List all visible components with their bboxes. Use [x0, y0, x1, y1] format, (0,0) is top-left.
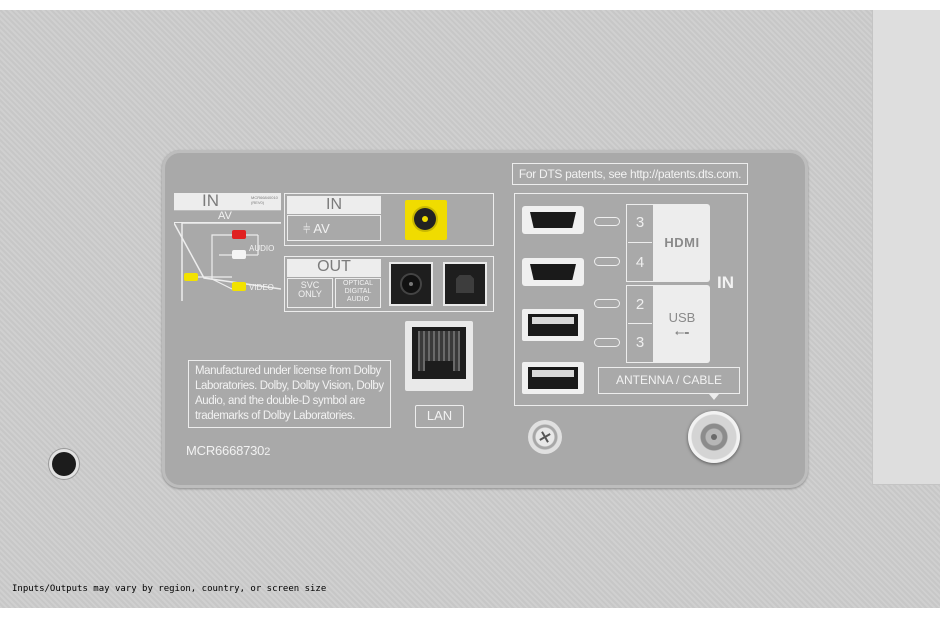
lan-port[interactable] [405, 321, 473, 391]
side-trim [872, 10, 940, 485]
optical-label: OPTICAL DIGITAL AUDIO [343, 280, 373, 303]
video-label: VIDEO [249, 283, 274, 292]
hdmi-3-port[interactable] [522, 206, 584, 234]
hdmi-label: HDMI [664, 235, 700, 250]
dolby-notice: Manufactured under license from Dolby La… [195, 365, 384, 422]
hdmi-number-column [626, 204, 654, 282]
footer-note: Inputs/Outputs may vary by region, count… [12, 584, 327, 594]
svc-port[interactable] [389, 262, 433, 306]
dolby-notice-box: Manufactured under license from Dolby La… [188, 360, 391, 428]
dts-notice: For DTS patents, see http://patents.dts.… [518, 167, 742, 181]
wall-mount-hole [52, 452, 76, 476]
usb-3-port[interactable] [522, 362, 584, 394]
av-in-subtitle: AV [218, 210, 232, 222]
usb-2-port[interactable] [522, 309, 584, 341]
usb-label: USB [668, 310, 696, 325]
svc-only-label: SVC ONLY [298, 280, 322, 299]
component-in-sub: ⫩ AV [303, 221, 330, 236]
av-in-model-code: MCR66840010 (REV0) [251, 195, 278, 205]
lan-label-box: LAN [415, 405, 464, 428]
optical-port[interactable] [443, 262, 487, 306]
usb-label-block: USB ⭠⁃ [654, 285, 710, 363]
audio-red-plug [232, 230, 246, 239]
hdmi-4-indicator [594, 257, 620, 266]
usb-3-indicator [594, 338, 620, 347]
digital-in-box [514, 193, 748, 406]
mounting-screw [528, 420, 562, 454]
av-in-section: IN MCR66840010 (REV0) AV AUDIO VIDEO [174, 191, 281, 301]
hdmi-4-port[interactable] [522, 258, 584, 286]
av-in-title: IN [202, 191, 219, 210]
lan-label: LAN [426, 408, 453, 423]
digital-in-label: IN [717, 273, 734, 292]
video-rca-jack[interactable] [405, 200, 447, 240]
usb-icon: ⭠⁃ [674, 325, 690, 339]
model-number: MCR66687302 [186, 443, 271, 458]
usb-port-number-2: 2 [635, 296, 645, 313]
component-in-title: IN [326, 196, 342, 213]
usb-port-number-3: 3 [635, 334, 645, 351]
antenna-arrow [709, 394, 719, 400]
usb-number-column [626, 285, 654, 363]
out-title: OUT [317, 258, 351, 275]
antenna-label: ANTENNA / CABLE [615, 373, 723, 387]
hdmi-port-number-4: 4 [635, 254, 645, 271]
antenna-cable-port[interactable] [688, 411, 740, 463]
antenna-label-box: ANTENNA / CABLE [598, 367, 740, 394]
audio-label: AUDIO [249, 244, 275, 253]
video-yellow-plug-left [184, 273, 198, 281]
audio-white-plug [232, 250, 246, 259]
component-in-box: IN ⫩ AV [284, 193, 494, 246]
hdmi-3-indicator [594, 217, 620, 226]
hdmi-port-number-3: 3 [635, 214, 645, 231]
out-box: OUT SVC ONLY OPTICAL DIGITAL AUDIO [284, 256, 494, 312]
usb-2-indicator [594, 299, 620, 308]
hdmi-label-block: HDMI [654, 204, 710, 282]
av-wiring-diagram [174, 223, 281, 301]
dts-notice-box: For DTS patents, see http://patents.dts.… [512, 163, 748, 185]
video-yellow-plug [232, 282, 246, 291]
